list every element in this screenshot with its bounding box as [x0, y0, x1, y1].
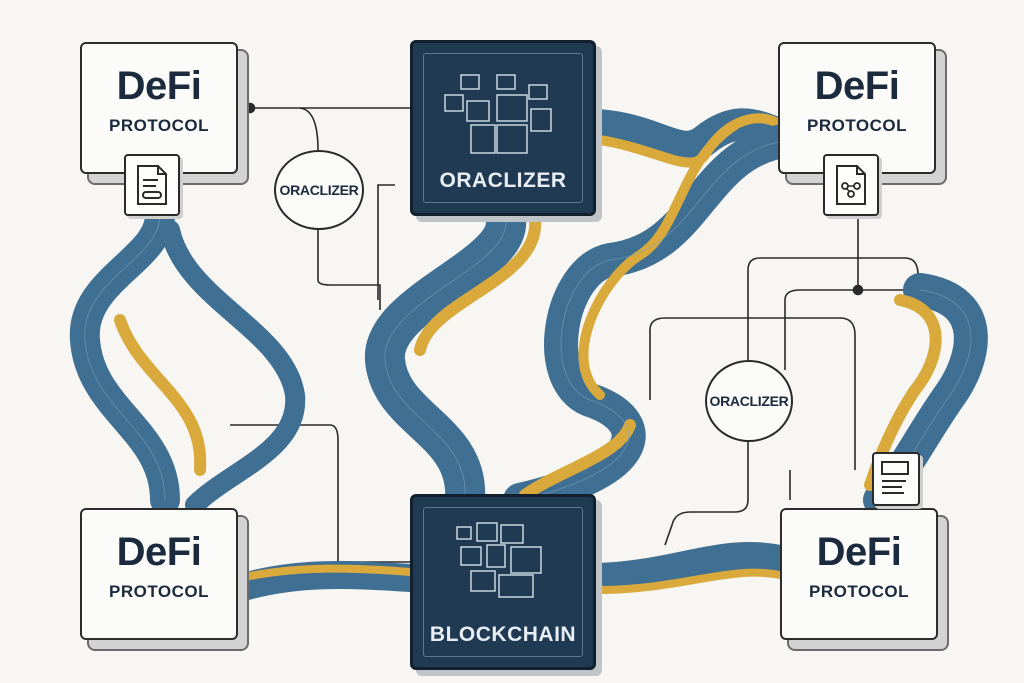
cable-gold — [114, 314, 207, 476]
cable-blue — [365, 195, 526, 520]
cable-strand — [384, 214, 507, 501]
connector-line — [747, 257, 919, 360]
defi-card-subtitle: PROTOCOL — [808, 582, 910, 601]
cable-gold — [414, 214, 542, 356]
chip-circuit-icon — [456, 522, 542, 598]
flow-document-icon-glyph — [836, 165, 866, 205]
connector-line — [230, 424, 410, 563]
blockchain-chip[interactable]: BLOCKCHAIN — [410, 494, 596, 670]
oraclizer-node-label: ORACLIZER — [709, 393, 789, 409]
cable-blue — [226, 561, 424, 602]
defi-card-bottom-left[interactable]: DeFi PROTOCOL — [80, 508, 238, 640]
defi-card-subtitle: PROTOCOL — [108, 582, 210, 601]
defi-card-bottom-right[interactable]: DeFi PROTOCOL — [780, 508, 938, 640]
chip-circuit-icon — [444, 74, 552, 154]
thin-connectors — [230, 102, 935, 563]
flow-document-icon[interactable] — [823, 154, 879, 216]
connector-line — [649, 317, 856, 470]
note-document-icon-glyph — [881, 461, 909, 494]
oraclizer-chip[interactable]: ORACLIZER — [410, 40, 596, 216]
connector-line — [784, 289, 935, 370]
cable-blue — [582, 108, 796, 163]
cable-gold — [578, 120, 740, 400]
document-icon[interactable] — [124, 154, 180, 216]
chip-label: ORACLIZER — [439, 169, 567, 192]
connector-line — [299, 107, 319, 151]
cable-blue — [69, 200, 180, 515]
defi-card-title: DeFi — [816, 530, 902, 574]
cable-gold — [519, 419, 636, 501]
defi-card-subtitle: PROTOCOL — [108, 116, 210, 135]
oraclizer-node-left[interactable]: ORACLIZER — [274, 150, 364, 230]
cable-blue — [160, 220, 306, 515]
oraclizer-node-right[interactable]: ORACLIZER — [705, 360, 793, 442]
cable-gold — [236, 564, 414, 582]
oraclizer-node-label: ORACLIZER — [279, 182, 359, 198]
connector-dot — [244, 102, 256, 114]
connector-line — [317, 225, 381, 310]
defi-card-title: DeFi — [116, 530, 202, 574]
chip-label: BLOCKCHAIN — [429, 623, 577, 646]
cable-strand — [84, 214, 166, 501]
defi-card-title: DeFi — [814, 64, 900, 108]
cable-gold — [594, 568, 784, 594]
defi-card-subtitle: PROTOCOL — [806, 116, 908, 135]
chip-inner-frame — [423, 53, 583, 203]
chip-inner-frame — [423, 507, 583, 657]
cable-blue — [583, 542, 795, 593]
note-document-icon[interactable] — [872, 452, 920, 506]
connector-line — [664, 440, 749, 546]
connector-line — [377, 184, 395, 300]
document-icon-glyph — [137, 165, 167, 205]
cable-strand — [519, 139, 791, 501]
defi-card-top-right[interactable]: DeFi PROTOCOL — [778, 42, 936, 174]
defi-card-title: DeFi — [116, 64, 202, 108]
